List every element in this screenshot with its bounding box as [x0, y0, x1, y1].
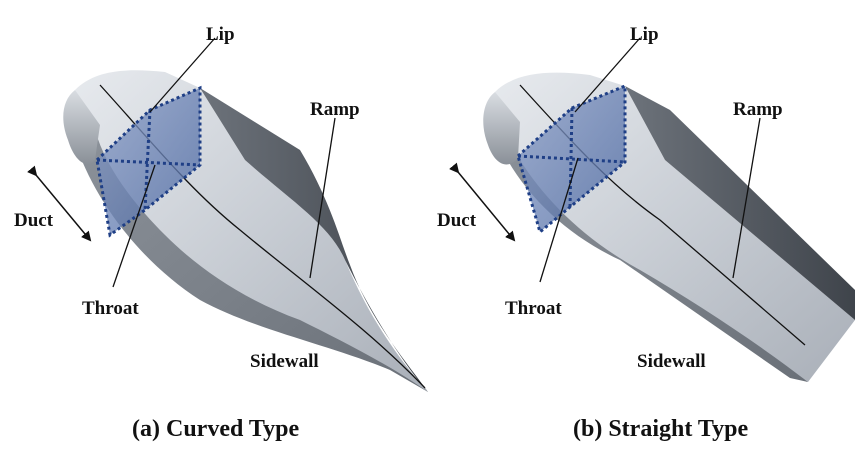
straight-ramp-label: Ramp: [733, 99, 783, 120]
curved-lip-label: Lip: [206, 24, 235, 45]
curved-throat-leader: [112, 164, 156, 288]
curved-ramp-dark-face: [200, 88, 428, 392]
curved-duct-label: Duct: [14, 210, 54, 231]
curved-ramp-leader: [309, 117, 336, 279]
straight-throat-leader: [539, 157, 579, 283]
panel-straight: Lip Ramp Duct Throat Sidewall (b) Straig…: [437, 24, 855, 442]
straight-nose: [483, 92, 520, 165]
curved-throat-box: [97, 88, 200, 235]
straight-lip-leader: [574, 37, 641, 113]
straight-ramp-dark-face: [625, 86, 855, 320]
straight-duct-label: Duct: [437, 210, 477, 231]
straight-sidewall-label: Sidewall: [637, 351, 706, 372]
curved-throat-outline: [95, 85, 202, 238]
straight-throat-label: Throat: [505, 298, 562, 319]
straight-throat-outline: [516, 83, 627, 235]
curved-nose: [63, 90, 100, 164]
straight-caption: (b) Straight Type: [573, 416, 748, 442]
curved-sidewall-label: Sidewall: [250, 351, 319, 372]
curved-caption: (a) Curved Type: [132, 416, 299, 442]
straight-ramp-leader: [732, 117, 761, 279]
straight-duct-arrow: [449, 162, 516, 242]
straight-lip-label: Lip: [630, 24, 659, 45]
curved-lip-leader: [149, 37, 216, 113]
curved-ramp-label: Ramp: [310, 99, 360, 120]
panel-curved: Lip Ramp Duct Throat Sidewall (a) Curved…: [14, 24, 428, 442]
curved-throat-label: Throat: [82, 298, 139, 319]
curved-duct-arrow: [27, 165, 92, 242]
